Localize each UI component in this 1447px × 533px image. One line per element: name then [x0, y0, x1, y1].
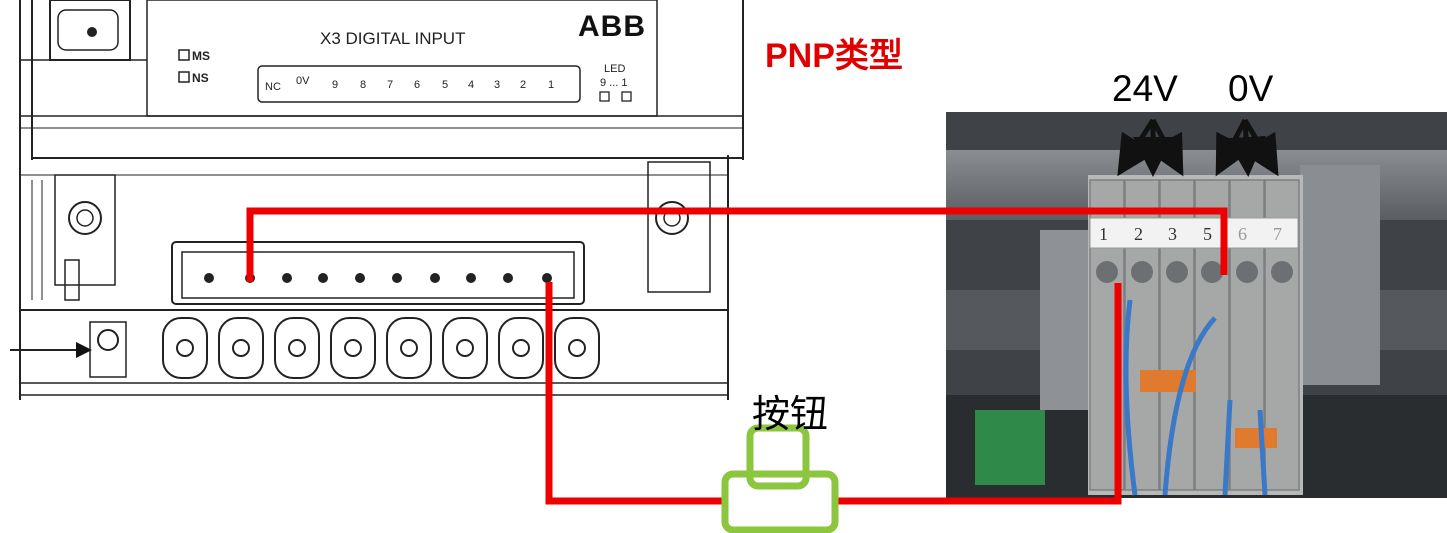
- led-range: 9 ... 1: [600, 77, 628, 89]
- x3-pin-labels: NC 0V 9 8 7 6 5 4 3 2 1: [265, 75, 554, 93]
- ms-led-icon: [178, 49, 190, 61]
- wire-24v: [835, 283, 1122, 505]
- pin-label: 9: [332, 79, 338, 91]
- pin-label: 2: [520, 79, 526, 91]
- terminal-number: 6: [1238, 224, 1247, 244]
- pin-label: NC: [265, 81, 281, 93]
- pin-label: 1: [548, 79, 554, 91]
- status-ms: MS: [192, 49, 210, 63]
- label-24v: 24V: [1112, 68, 1178, 109]
- module-header: X3 DIGITAL INPUT: [320, 29, 465, 48]
- title-pnp: PNP类型: [765, 37, 903, 75]
- terminal-photo: [946, 112, 1447, 498]
- pin-label: 5: [442, 79, 448, 91]
- led-label: LED: [604, 63, 625, 75]
- pin-label: 6: [414, 79, 420, 91]
- pin-label: 7: [387, 79, 393, 91]
- pin-label: 4: [468, 79, 474, 91]
- wire-0v: [246, 207, 1228, 282]
- pin-label: 3: [494, 79, 500, 91]
- status-ns: NS: [192, 71, 209, 85]
- wire-input: [545, 282, 728, 505]
- push-button-icon: [721, 424, 839, 533]
- led-1-icon: [621, 91, 632, 102]
- pin-label: 0V: [296, 75, 310, 87]
- io-module-drawing: [10, 0, 744, 400]
- screw-terminals: [162, 317, 600, 379]
- abb-logo: ABB: [578, 10, 646, 43]
- pin-label: 8: [360, 79, 366, 91]
- terminal-numbers: 1 2 3 5 6 7: [1099, 224, 1282, 244]
- supply-arrows: [1117, 118, 1279, 177]
- ns-led-icon: [178, 71, 190, 83]
- label-0v: 0V: [1228, 68, 1274, 109]
- terminal-number: 1: [1099, 224, 1108, 244]
- x3-plug: [257, 65, 581, 103]
- button-label: 按钮: [752, 392, 829, 436]
- led-9-icon: [599, 91, 610, 102]
- terminal-number: 2: [1134, 224, 1143, 244]
- connector-pins: [204, 273, 552, 283]
- terminal-number: 7: [1273, 224, 1282, 244]
- terminal-number: 5: [1203, 224, 1212, 244]
- terminal-number: 3: [1168, 224, 1177, 244]
- red-wiring: [246, 207, 1228, 505]
